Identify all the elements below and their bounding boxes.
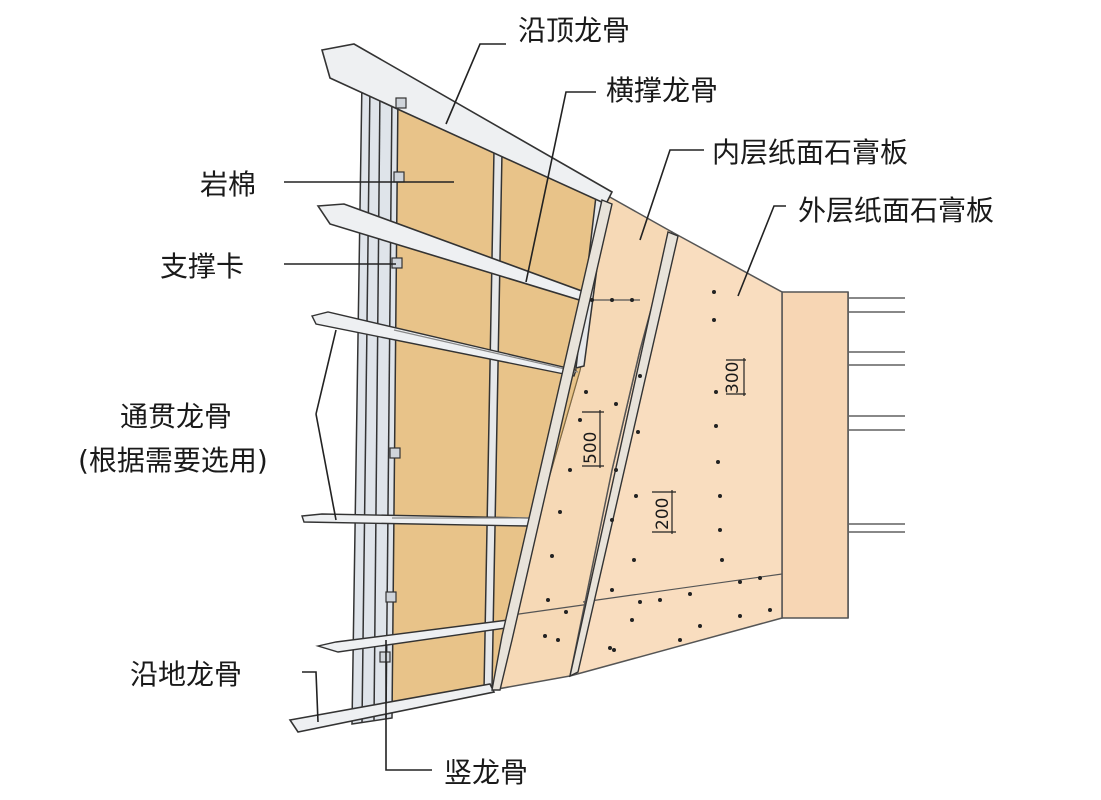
label-outer-board: 外层纸面石膏板 <box>798 194 994 227</box>
support-clips <box>379 97 407 663</box>
label-through-stud-note: (根据需要选用) <box>78 444 268 477</box>
label-vertical-stud: 竖龙骨 <box>444 756 528 789</box>
label-inner-board: 内层纸面石膏板 <box>712 136 908 169</box>
dimension-500: 500 <box>581 410 604 468</box>
label-floor-track: 沿地龙骨 <box>130 658 242 691</box>
label-rock-wool: 岩棉 <box>200 168 256 201</box>
screw-dots-inner <box>543 298 634 652</box>
inner-board-edge-studs <box>491 199 679 691</box>
screw-dots-outer <box>608 290 772 650</box>
floor-track <box>288 683 496 733</box>
dim-200-text: 200 <box>653 498 673 530</box>
label-cross-brace: 横撑龙骨 <box>606 74 718 107</box>
dim-300-text: 300 <box>723 362 743 394</box>
dimension-200: 200 <box>652 490 676 534</box>
side-board <box>781 291 849 619</box>
label-top-track: 沿顶龙骨 <box>518 14 630 47</box>
right-structure <box>847 292 908 618</box>
dim-500-text: 500 <box>581 432 601 464</box>
label-through-stud: 通贯龙骨 <box>120 400 232 433</box>
through-stud-1 <box>310 311 577 377</box>
label-support-clip: 支撑卡 <box>160 250 244 283</box>
dimension-300: 300 <box>723 358 746 396</box>
leader-lines <box>284 43 786 771</box>
